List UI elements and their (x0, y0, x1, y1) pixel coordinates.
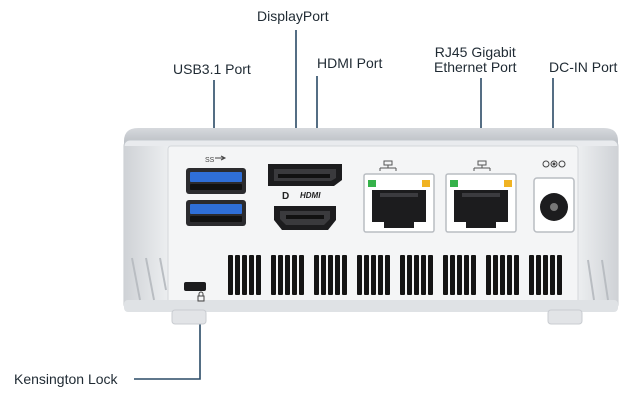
side-grooves (131, 257, 609, 301)
dc-in-label: DC-IN Port (549, 59, 618, 75)
chassis-left-side (124, 146, 168, 304)
vent-slot (228, 255, 261, 295)
chassis-bottom-strip (124, 300, 618, 312)
network-icon (473, 160, 491, 171)
right-foot (547, 309, 583, 325)
rj45-port-label: RJ45 Gigabit Ethernet Port (434, 45, 517, 75)
usb-ss-marking: SS (205, 157, 215, 164)
left-foot (171, 309, 207, 325)
usb-port-2 (186, 200, 246, 226)
displayport-label: DisplayPort (257, 8, 329, 24)
vent-row (228, 255, 562, 295)
rj45-port-1 (363, 160, 435, 233)
rj45-label-line1: RJ45 Gigabit (434, 44, 516, 60)
lock-icon (197, 291, 205, 302)
kensington-lock-slot (184, 282, 206, 302)
dc-in-port (533, 160, 575, 233)
rj45-port-2 (445, 160, 517, 233)
displayport-port (268, 164, 342, 186)
hdmi-port (274, 206, 336, 230)
vent-slot (443, 255, 476, 295)
kensington-lock-label: Kensington Lock (14, 371, 118, 387)
network-icon (379, 160, 397, 171)
rj45-label-line2: Ethernet Port (434, 59, 517, 75)
hdmi-marking: HDMI (300, 191, 321, 200)
dp-marking: D (282, 191, 289, 202)
usb-port-1 (186, 168, 246, 194)
vent-slot (357, 255, 390, 295)
usb-port-label: USB3.1 Port (173, 61, 251, 77)
usb-ports: SS (186, 155, 246, 226)
hdmi-port-label: HDMI Port (317, 55, 383, 71)
dc-polarity-icon (542, 160, 566, 168)
vent-slot (400, 255, 433, 295)
vent-slot (271, 255, 304, 295)
port-markings: D HDMI (282, 191, 321, 202)
chassis-right-side (578, 146, 618, 304)
vent-slot (529, 255, 562, 295)
vent-slot (486, 255, 519, 295)
vent-slot (314, 255, 347, 295)
